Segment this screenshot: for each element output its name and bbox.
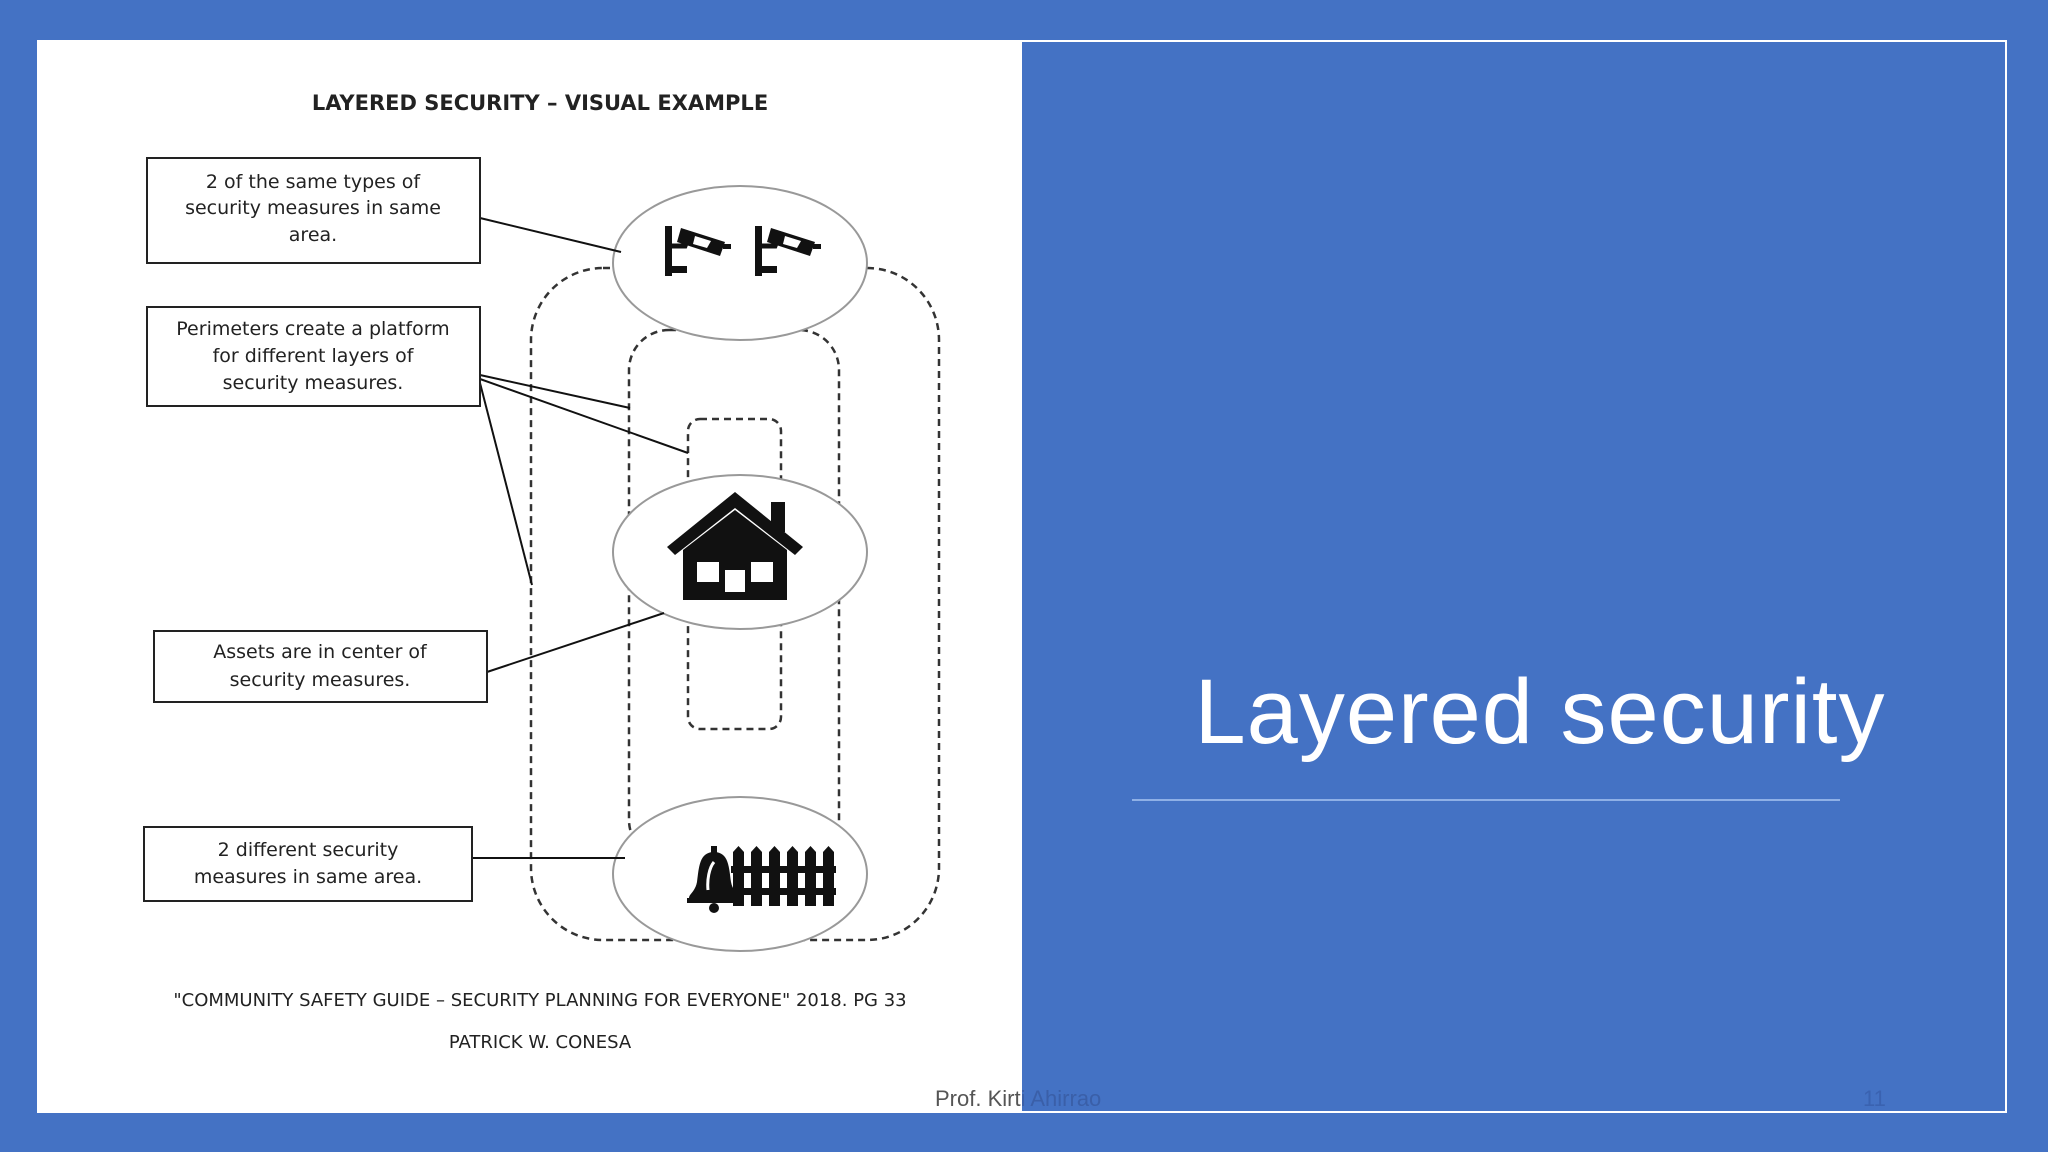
callout-different-line-1: 2 different security <box>218 839 399 861</box>
layered-security-figure: LAYERED SECURITY – VISUAL EXAMPLE 2 of t… <box>37 40 1022 1113</box>
figure-citation: "COMMUNITY SAFETY GUIDE – SECURITY PLANN… <box>173 990 906 1011</box>
cameras-ellipse <box>612 185 868 341</box>
connector-line <box>479 378 689 454</box>
connector-line <box>479 382 533 586</box>
callout-assets-line-2: security measures. <box>230 669 411 691</box>
slide-title: Layered security <box>1194 661 1886 763</box>
callout-same-types-line-2: security measures in same <box>185 197 441 219</box>
figure-svg: LAYERED SECURITY – VISUAL EXAMPLE 2 of t… <box>143 91 941 1053</box>
callout-box <box>143 826 473 902</box>
callout-perimeters-line-2: for different layers of <box>213 345 415 367</box>
footer-author-part-1: Prof. Kirt <box>935 1086 1021 1111</box>
callout-perimeters-line-1: Perimeters create a platform <box>176 318 449 340</box>
callout-same-types-line-3: area. <box>289 224 337 246</box>
callout-box <box>146 306 481 407</box>
page-number: 11 <box>1863 1086 1886 1111</box>
title-underline <box>1132 799 1840 801</box>
connector-line <box>479 374 631 409</box>
security-camera-icon <box>755 226 821 276</box>
callout-box <box>153 630 488 703</box>
callout-box <box>146 157 481 264</box>
alarm-bell-icon <box>687 846 741 913</box>
connector-line <box>479 217 622 253</box>
callout-perimeters-line-3: security measures. <box>223 372 404 394</box>
security-camera-icon <box>665 226 731 276</box>
callout-same-types-line-1: 2 of the same types of <box>206 171 421 193</box>
footer-author-part-2: i Ahirrao <box>1020 1086 1102 1111</box>
figure-heading: LAYERED SECURITY – VISUAL EXAMPLE <box>312 91 768 115</box>
footer-author: Prof. Kirti Ahirrao <box>935 1086 1101 1112</box>
fence-icon <box>731 846 836 906</box>
connector-line <box>486 612 665 673</box>
callout-assets-line-1: Assets are in center of <box>213 641 428 663</box>
callout-different-line-2: measures in same area. <box>194 866 422 888</box>
figure-author: PATRICK W. CONESA <box>449 1032 632 1053</box>
house-icon <box>667 492 803 600</box>
